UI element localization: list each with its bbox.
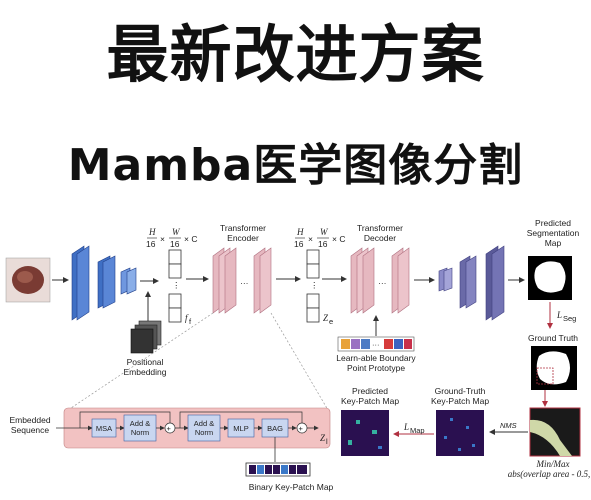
groundtruth-keypatch-map [436,410,484,456]
lseg-sub: Seg [563,314,576,323]
binary-keypatch-strip [245,462,311,477]
z-sub: e [329,317,333,326]
svg-text:⋮: ⋮ [310,280,319,290]
svg-text:⋮: ⋮ [172,280,181,290]
z-out-label: Z [320,433,326,443]
abs-formula: abs(overlap area - 0.5, [508,469,590,479]
svg-text:···: ··· [372,340,380,349]
svg-text:16: 16 [170,239,180,249]
predicted-keypatch-map [341,410,389,456]
svg-text:16: 16 [146,239,156,249]
svg-text:16: 16 [294,239,304,249]
subtitle: Mamba医学图像分割 [67,140,524,191]
svg-text:···: ··· [378,278,387,288]
ground-truth-label: Ground Truth [528,333,578,343]
boundary-prototype-strip: ··· [337,336,415,352]
svg-text:H: H [148,227,156,237]
positional-embedding-stack [130,320,162,354]
svg-text:×: × [308,234,313,244]
svg-text:W: W [172,227,181,237]
svg-text:···: ··· [240,278,249,288]
transformer-decoder-block: ··· [350,247,410,314]
transformer-encoder-block: ··· [212,247,272,314]
add-norm-label-1: Add &Norm [130,419,150,437]
msa-label: MSA [96,424,112,433]
lmap-sub: Map [410,426,425,435]
ground-truth-map [531,346,577,390]
add-norm-label-2: Add &Norm [194,419,214,437]
z-label: Z [323,313,329,323]
main-title: 最新改进方案 [106,18,485,91]
transformer-layer-detail: + + [56,407,331,449]
z-out-sub: l [326,437,328,446]
predicted-segmentation-map [528,256,572,300]
svg-text:+: + [167,424,172,433]
bag-label: BAG [267,424,283,433]
svg-text:16: 16 [318,239,328,249]
mlp-label: MLP [233,424,248,433]
feature-dims-label-2: H 16 × W 16 × C [294,227,345,249]
lseg-label: L [556,310,562,320]
token-column-f: ⋮ [168,249,182,323]
cnn-encoder [71,245,137,321]
layer-detail-connectors [67,312,329,411]
zoom-patch [529,407,581,457]
svg-text:× C: × C [184,234,197,244]
svg-text:× C: × C [332,234,345,244]
svg-text:H: H [296,227,304,237]
svg-text:+: + [299,424,304,433]
minmax-label: Min/Max [536,459,570,469]
input-image [5,257,51,303]
lmap-label: L [403,422,409,432]
svg-text:×: × [160,234,165,244]
f-label: f [185,313,189,323]
token-column-z: ⋮ [306,249,320,323]
f-sub: f [189,317,192,326]
nms-label: NMS [500,421,517,430]
cnn-decoder [438,245,505,321]
binary-keypatch-label: Binary Key-Patch Map [249,482,334,492]
svg-text:W: W [320,227,329,237]
feature-dims-label: H 16 × W 16 × C [146,227,197,249]
